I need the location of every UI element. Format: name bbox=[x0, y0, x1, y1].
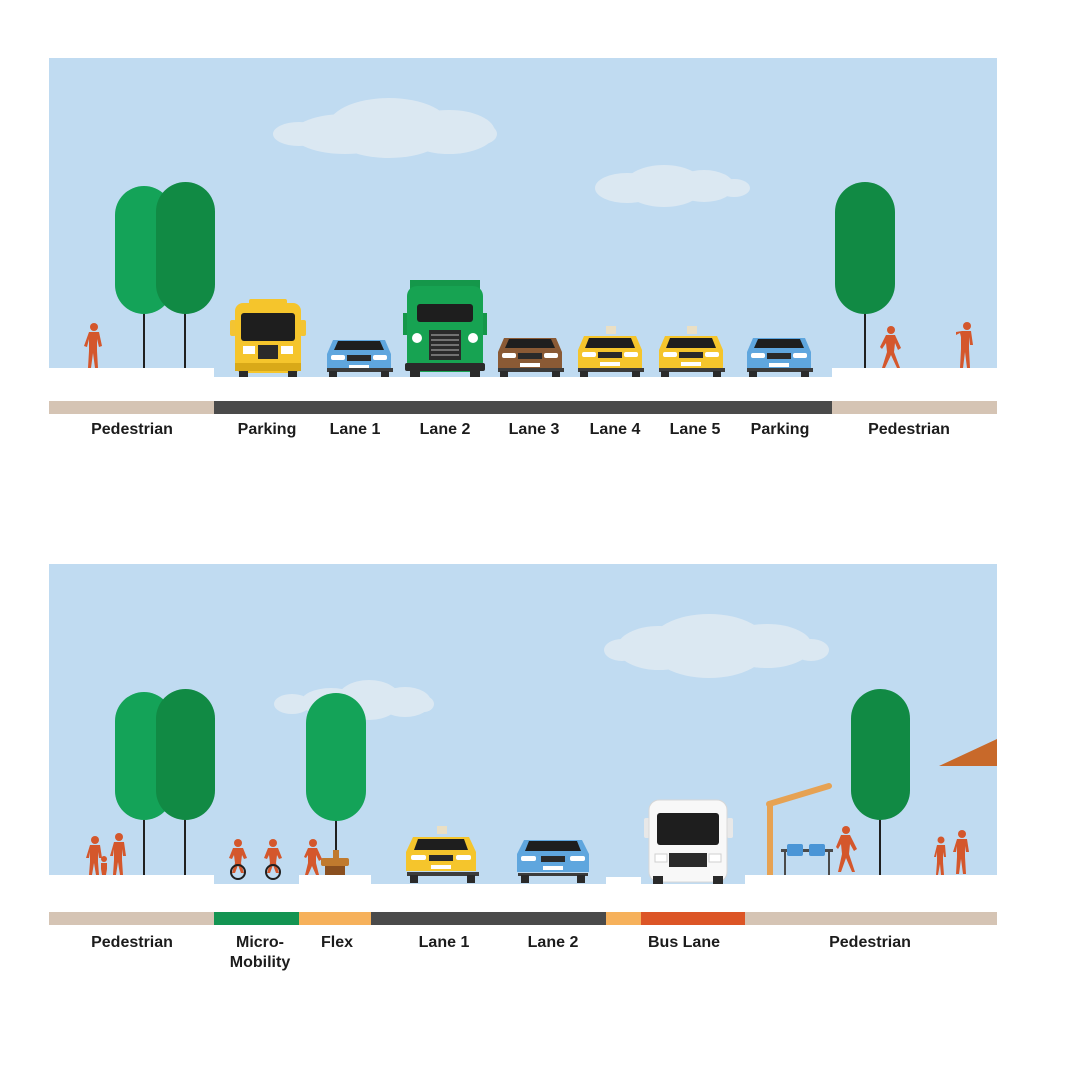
car-icon bbox=[517, 840, 589, 883]
label-parking-right: Parking bbox=[750, 421, 810, 438]
label-parking-left: Parking bbox=[237, 421, 297, 438]
pedestrian-icon bbox=[84, 323, 102, 368]
pedestrian-icon bbox=[101, 856, 107, 875]
street-scene-before bbox=[49, 98, 997, 377]
awning-icon bbox=[939, 739, 997, 766]
cyclist-icon bbox=[264, 839, 282, 880]
label-pedestrian-right: Pedestrian bbox=[868, 421, 950, 438]
pedestrian-icon bbox=[956, 322, 973, 368]
label-pedestrian-right: Pedestrian bbox=[829, 934, 911, 951]
label-lane-2: Lane 2 bbox=[527, 934, 579, 951]
taxi-icon bbox=[406, 826, 479, 883]
cloud bbox=[274, 680, 434, 720]
bus-shelter-icon bbox=[766, 783, 833, 875]
bus-icon bbox=[644, 799, 733, 884]
sidewalk-left bbox=[49, 875, 214, 884]
travel-lanes-segment bbox=[214, 401, 832, 414]
micromobility-segment bbox=[214, 912, 299, 925]
label-lane-2: Lane 2 bbox=[419, 421, 471, 438]
taxi-icon bbox=[578, 326, 644, 377]
label-lane-4: Lane 4 bbox=[589, 421, 641, 438]
pedestrian-icon bbox=[953, 830, 969, 874]
truck-icon bbox=[403, 280, 487, 377]
label-lane-1: Lane 1 bbox=[329, 421, 381, 438]
pedestrian-icon bbox=[86, 836, 102, 875]
tree-icon bbox=[156, 182, 215, 368]
bus-stop-platform bbox=[606, 877, 641, 884]
flex-platform bbox=[299, 875, 371, 884]
pedestrian-icon bbox=[880, 326, 901, 368]
pedestrian-segment bbox=[745, 912, 997, 925]
pedestrian-icon bbox=[110, 833, 126, 875]
pedestrian-segment bbox=[832, 401, 997, 414]
street-section-before bbox=[49, 58, 997, 377]
label-lane-3: Lane 3 bbox=[508, 421, 560, 438]
cloud bbox=[604, 614, 829, 678]
cyclist-icon bbox=[229, 839, 247, 880]
label-bus-lane: Bus Lane bbox=[647, 934, 720, 951]
bus-icon bbox=[230, 299, 306, 377]
label-pedestrian-left: Pedestrian bbox=[91, 421, 173, 438]
street-scene-after bbox=[49, 614, 997, 884]
label-micromobility: Micro- Mobility bbox=[229, 934, 291, 971]
tree-icon bbox=[156, 689, 215, 875]
lane-bar-before bbox=[49, 401, 997, 414]
tree-icon bbox=[306, 693, 366, 854]
sidewalk-base-left bbox=[49, 368, 214, 378]
label-lane-5: Lane 5 bbox=[669, 421, 721, 438]
sidewalk-right bbox=[745, 875, 997, 884]
label-lane-1: Lane 1 bbox=[418, 934, 470, 951]
pedestrian-segment bbox=[49, 912, 214, 925]
cloud bbox=[273, 98, 497, 158]
lane-bar-after bbox=[49, 912, 997, 925]
pedestrian-segment bbox=[49, 401, 214, 414]
sidewalk-base-right bbox=[832, 368, 997, 378]
tree-icon bbox=[851, 689, 910, 875]
label-pedestrian-left: Pedestrian bbox=[91, 934, 173, 951]
bus-lane-segment bbox=[641, 912, 745, 925]
car-icon bbox=[747, 338, 813, 377]
pedestrian-icon bbox=[934, 836, 946, 875]
label-flex: Flex bbox=[320, 934, 353, 951]
car-icon bbox=[327, 340, 393, 377]
flex-segment bbox=[606, 912, 641, 925]
taxi-icon bbox=[659, 326, 725, 377]
travel-lanes-segment bbox=[371, 912, 606, 925]
tree-icon bbox=[835, 182, 895, 368]
planter-icon bbox=[321, 850, 349, 875]
pedestrian-icon bbox=[304, 839, 322, 875]
car-icon bbox=[498, 338, 564, 377]
flex-segment bbox=[299, 912, 371, 925]
cloud bbox=[595, 165, 750, 207]
pedestrian-icon bbox=[836, 826, 857, 872]
street-section-after bbox=[49, 564, 997, 884]
